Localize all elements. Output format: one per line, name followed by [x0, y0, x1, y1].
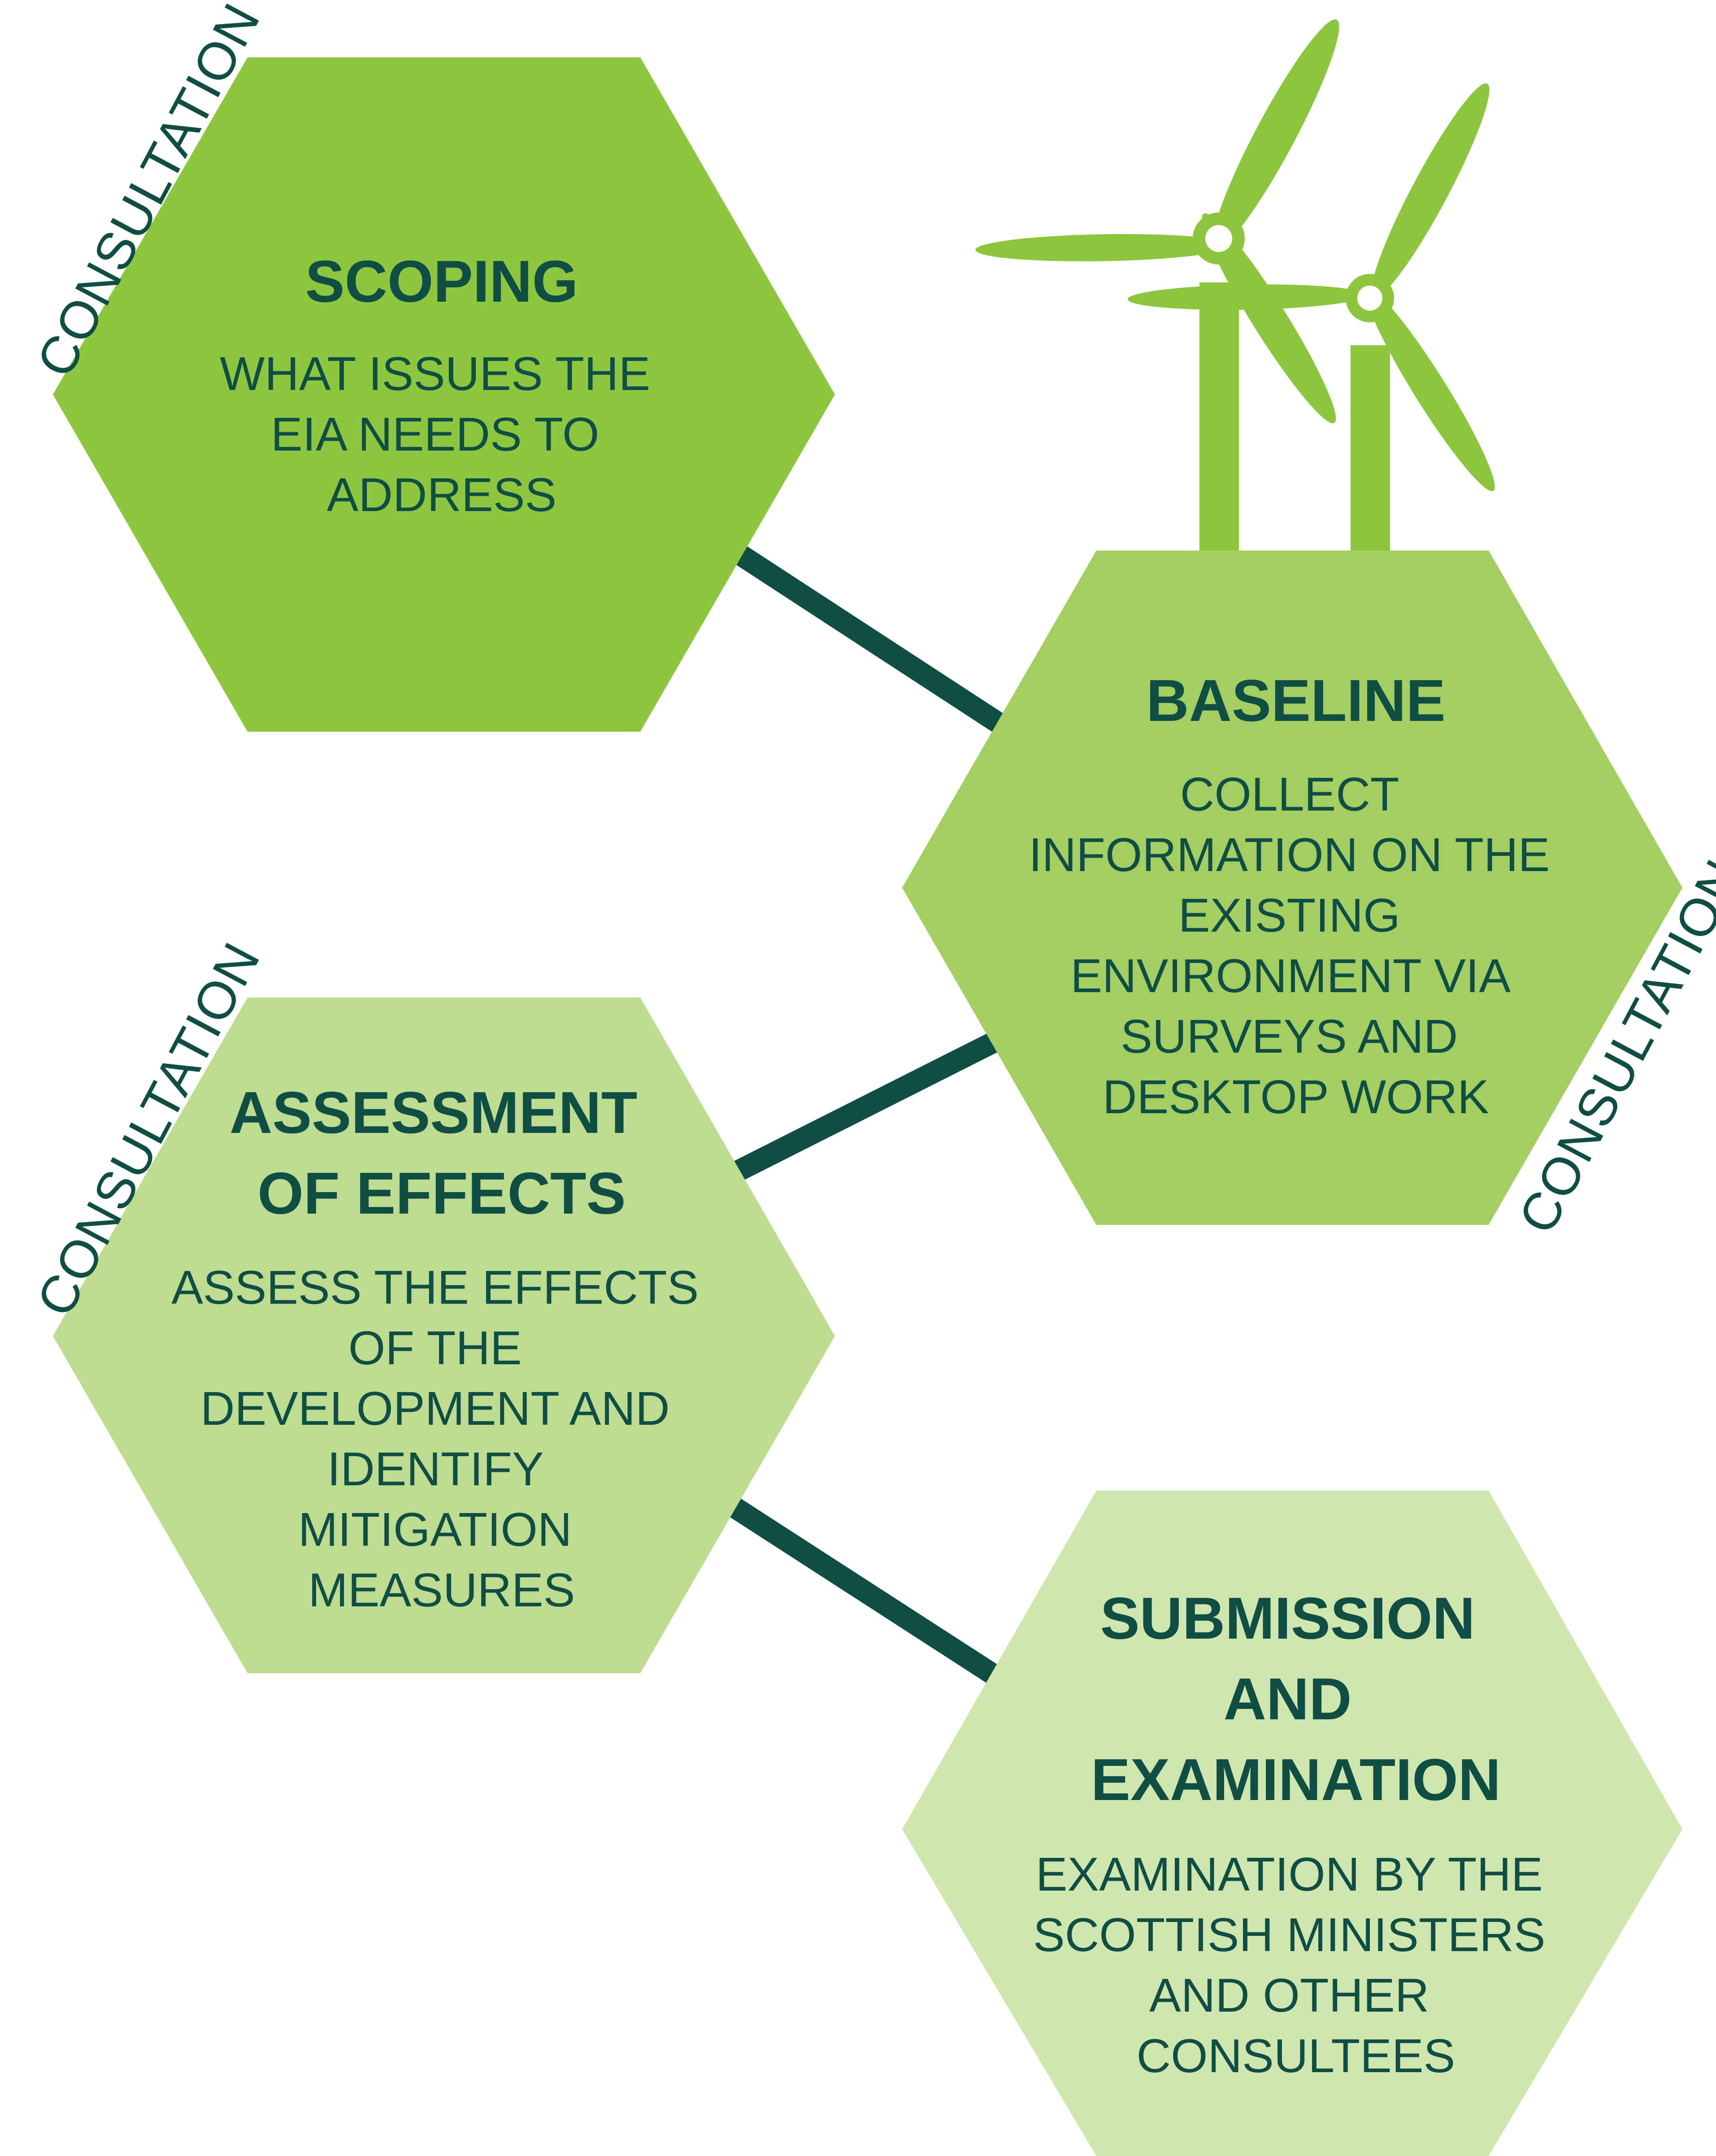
assessment-hexagon [53, 998, 835, 1673]
wind-turbine-icon [1127, 83, 1495, 554]
submission-hexagon [902, 1491, 1682, 2156]
assessment-description: ASSESS THE EFFECTS OF THE DEVELOPMENT AN… [171, 1261, 712, 1617]
connectors [727, 542, 1006, 1684]
scoping-title: SCOPING [305, 248, 578, 314]
wind-turbine-icon [975, 19, 1339, 554]
baseline-title: BASELINE [1146, 668, 1445, 733]
connector-baseline-assessment [730, 1032, 998, 1182]
baseline-description: COLLECT INFORMATION ON THE EXISTING ENVI… [1029, 768, 1563, 1124]
submission-title: SUBMISSION AND EXAMINATION [1091, 1585, 1501, 1813]
submission-description: EXAMINATION BY THE SCOTTISH MINISTERS AN… [1033, 1848, 1559, 2082]
connector-assessment-submission [727, 1497, 999, 1684]
connector-scoping-baseline [729, 542, 1006, 733]
scoping-description: WHAT ISSUES THE EIA NEEDS TO ADDRESS [220, 347, 664, 521]
wind-turbines [975, 19, 1495, 554]
assessment-title: ASSESSMENT OF EFFECTS [230, 1080, 654, 1226]
baseline-hexagon [902, 551, 1682, 1225]
scoping-hexagon [53, 57, 835, 732]
